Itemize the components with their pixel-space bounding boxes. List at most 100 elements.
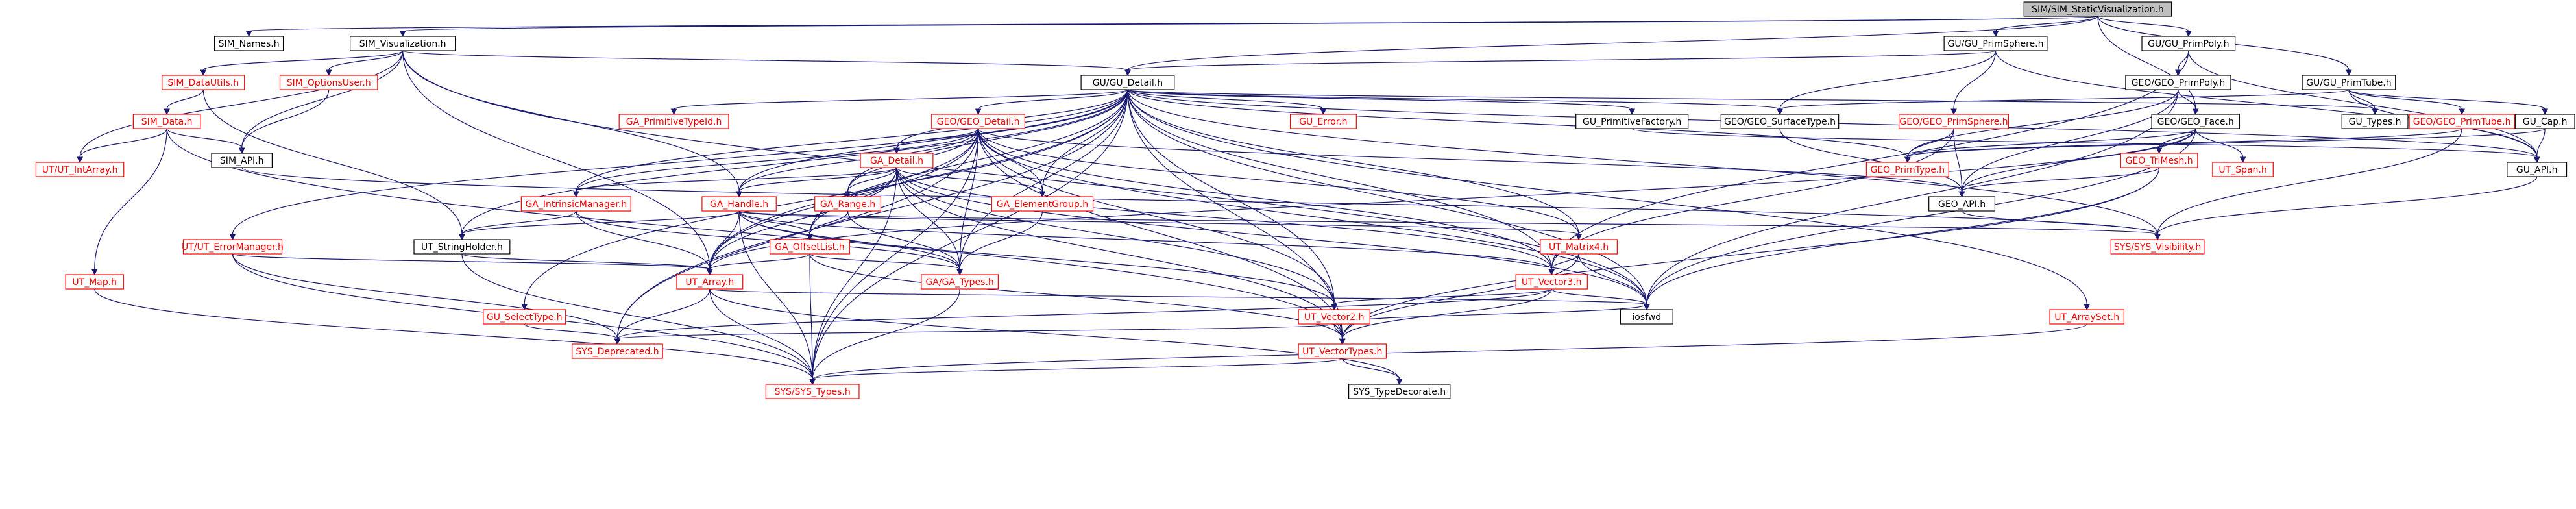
dependency-edge: [709, 210, 740, 270]
dependency-edge: [809, 89, 1128, 235]
graph-node-geo-primtube[interactable]: GEO/GEO_PrimTube.h: [2409, 114, 2515, 129]
graph-node-ut-stringholder[interactable]: UT_StringHolder.h: [413, 239, 511, 255]
node-box: [132, 114, 201, 129]
dependency-edge: [328, 50, 404, 71]
graph-node-sim-vis[interactable]: SIM_Visualization.h: [349, 36, 456, 51]
graph-node-gu-cap[interactable]: GU_Cap.h: [2514, 114, 2575, 129]
graph-node-geo-api[interactable]: GEO_API.h: [1928, 196, 1996, 212]
node-label: GEO_API.h: [1938, 199, 1986, 210]
graph-node-ut-vectortypes[interactable]: UT_VectorTypes.h: [1298, 343, 1387, 359]
graph-node-iosfwd[interactable]: iosfwd: [1620, 309, 1673, 325]
node-box: [1620, 309, 1673, 325]
graph-node-gu-selecttype[interactable]: GU_SelectType.h: [483, 309, 566, 325]
dependency-edge: [616, 288, 1552, 340]
graph-node-ga-elementgroup[interactable]: GA_ElementGroup.h: [991, 196, 1094, 212]
dependency-edge: [977, 128, 1963, 192]
edge-arrowhead: [399, 31, 406, 38]
dependency-edge: [616, 323, 1335, 340]
graph-node-sim-optionsuser[interactable]: SIM_OptionsUser.h: [279, 75, 378, 90]
graph-node-sys-types[interactable]: SYS/SYS_Types.h: [765, 384, 860, 399]
edge-arrowhead: [2459, 108, 2465, 116]
graph-node-ut-errormanager[interactable]: UT/UT_ErrorManager.h: [182, 239, 284, 255]
graph-node-ga-range[interactable]: GA_Range.h: [814, 196, 882, 212]
graph-node-ut-span[interactable]: UT_Span.h: [2212, 162, 2274, 177]
graph-node-geo-detail[interactable]: GEO/GEO_Detail.h: [931, 114, 1026, 129]
graph-node-gu-detail[interactable]: GU/GU_Detail.h: [1080, 75, 1175, 90]
dependency-edge: [812, 358, 1343, 380]
graph-node-geo-primpoly[interactable]: GEO/GEO_PrimPoly.h: [2125, 75, 2231, 90]
edge-arrowhead: [1124, 69, 1131, 77]
graph-node-ut-array[interactable]: UT_Array.h: [676, 274, 744, 290]
graph-node-sys-visibility[interactable]: SYS/SYS_Visibility.h: [2110, 239, 2205, 255]
node-label: GU_SelectType.h: [487, 312, 563, 323]
graph-node-geo-primsphere[interactable]: GEO/GEO_PrimSphere.h: [1899, 114, 2009, 129]
graph-node-gu-types[interactable]: GU_Types.h: [2341, 114, 2409, 129]
edge-arrowhead: [459, 234, 465, 241]
graph-node-ga-detail[interactable]: GA_Detail.h: [860, 153, 934, 168]
graph-node-ut-arrayset[interactable]: UT_ArraySet.h: [2049, 309, 2124, 325]
graph-node-geo-primtype[interactable]: GEO_PrimType.h: [1865, 162, 1949, 177]
node-label: GU_Types.h: [2349, 117, 2401, 127]
node-box: [2023, 1, 2172, 17]
dependency-edge: [576, 128, 979, 192]
graph-node-ga-offsetlist[interactable]: GA_OffsetList.h: [770, 239, 850, 255]
edge-layer: [77, 16, 2548, 386]
graph-node-ga-primitivetypeid[interactable]: GA_PrimitiveTypeId.h: [618, 114, 729, 129]
node-box: [65, 274, 124, 290]
edge-arrowhead: [1958, 191, 1965, 198]
graph-node-ga-intrinsicmanager[interactable]: GA_IntrinsicManager.h: [520, 196, 631, 212]
node-box: [765, 384, 860, 399]
graph-node-sys-deprecated[interactable]: SYS_Deprecated.h: [572, 343, 663, 359]
dependency-edge: [1127, 89, 1335, 305]
node-label: UT_VectorTypes.h: [1302, 347, 1382, 357]
edge-arrowhead: [1548, 269, 1555, 276]
dependency-edge: [1127, 89, 1908, 158]
node-label: SIM_OptionsUser.h: [287, 78, 371, 88]
graph-node-ut-map[interactable]: UT_Map.h: [65, 274, 124, 290]
graph-node-sim-names[interactable]: SIM_Names.h: [214, 36, 284, 51]
node-box: [413, 239, 511, 255]
node-box: [1928, 196, 1996, 212]
graph-node-gu-primitivefactory[interactable]: GU_PrimitiveFactory.h: [1575, 114, 1689, 129]
graph-node-ga-handle[interactable]: GA_Handle.h: [701, 196, 777, 212]
graph-node-gu-primtube[interactable]: GU/GU_PrimTube.h: [2302, 75, 2396, 90]
edge-arrowhead: [1904, 156, 1911, 164]
dependency-edge: [738, 210, 810, 235]
dependency-edge: [576, 210, 711, 270]
graph-node-gu-error[interactable]: GU_Error.h: [1289, 114, 1357, 129]
graph-node-sim-api[interactable]: SIM_API.h: [211, 153, 273, 168]
edge-arrowhead: [1396, 379, 1403, 386]
graph-node-geo-face[interactable]: GEO/GEO_Face.h: [2151, 114, 2240, 129]
node-label: UT_Array.h: [685, 277, 734, 288]
edge-arrowhead: [2542, 108, 2548, 116]
graph-node-geo-tri[interactable]: GEO_TriMesh.h: [2120, 153, 2198, 168]
dependency-edge: [738, 128, 979, 192]
graph-node-ga-types[interactable]: GA/GA_Types.h: [921, 274, 999, 290]
graph-node-sys-typedecorate[interactable]: SYS_TypeDecorate.h: [1348, 384, 1451, 399]
graph-node-gu-api[interactable]: GU_API.h: [2507, 162, 2568, 177]
node-label: GA/GA_Types.h: [925, 277, 993, 288]
graph-node-ut-vector2[interactable]: UT_Vector2.h: [1298, 309, 1370, 325]
dependency-edge: [166, 89, 204, 110]
graph-node-sim-data[interactable]: SIM_Data.h: [132, 114, 201, 129]
node-box: [349, 36, 456, 51]
graph-node-ut-vector3[interactable]: UT_Vector3.h: [1515, 274, 1588, 290]
graph-node-gu-primpoly[interactable]: GU/GU_PrimPoly.h: [2141, 36, 2236, 51]
graph-node-ut-intarray[interactable]: UT/UT_IntArray.h: [35, 162, 125, 177]
edge-arrowhead: [2084, 304, 2091, 311]
dependency-edge: [616, 89, 1128, 340]
edge-arrowhead: [1777, 108, 1783, 116]
graph-node-sim-datautils[interactable]: SIM_DataUtils.h: [162, 75, 245, 90]
node-box: [770, 239, 850, 255]
dependency-edge: [809, 253, 960, 270]
dependency-edge: [896, 167, 1552, 270]
graph-node-ut-matrix4[interactable]: UT_Matrix4.h: [1540, 239, 1618, 255]
dependency-edge: [1646, 89, 2179, 305]
edge-arrowhead: [238, 147, 245, 155]
node-box: [35, 162, 125, 177]
node-label: UT_Vector2.h: [1304, 312, 1365, 323]
graph-node-geo-surfacetype[interactable]: GEO/GEO_SurfaceType.h: [1720, 114, 1840, 129]
node-label: UT/UT_ErrorManager.h: [182, 242, 284, 253]
graph-node-gu-primsphere[interactable]: GU/GU_PrimSphere.h: [1943, 36, 2048, 51]
dependency-edge: [402, 50, 1647, 305]
